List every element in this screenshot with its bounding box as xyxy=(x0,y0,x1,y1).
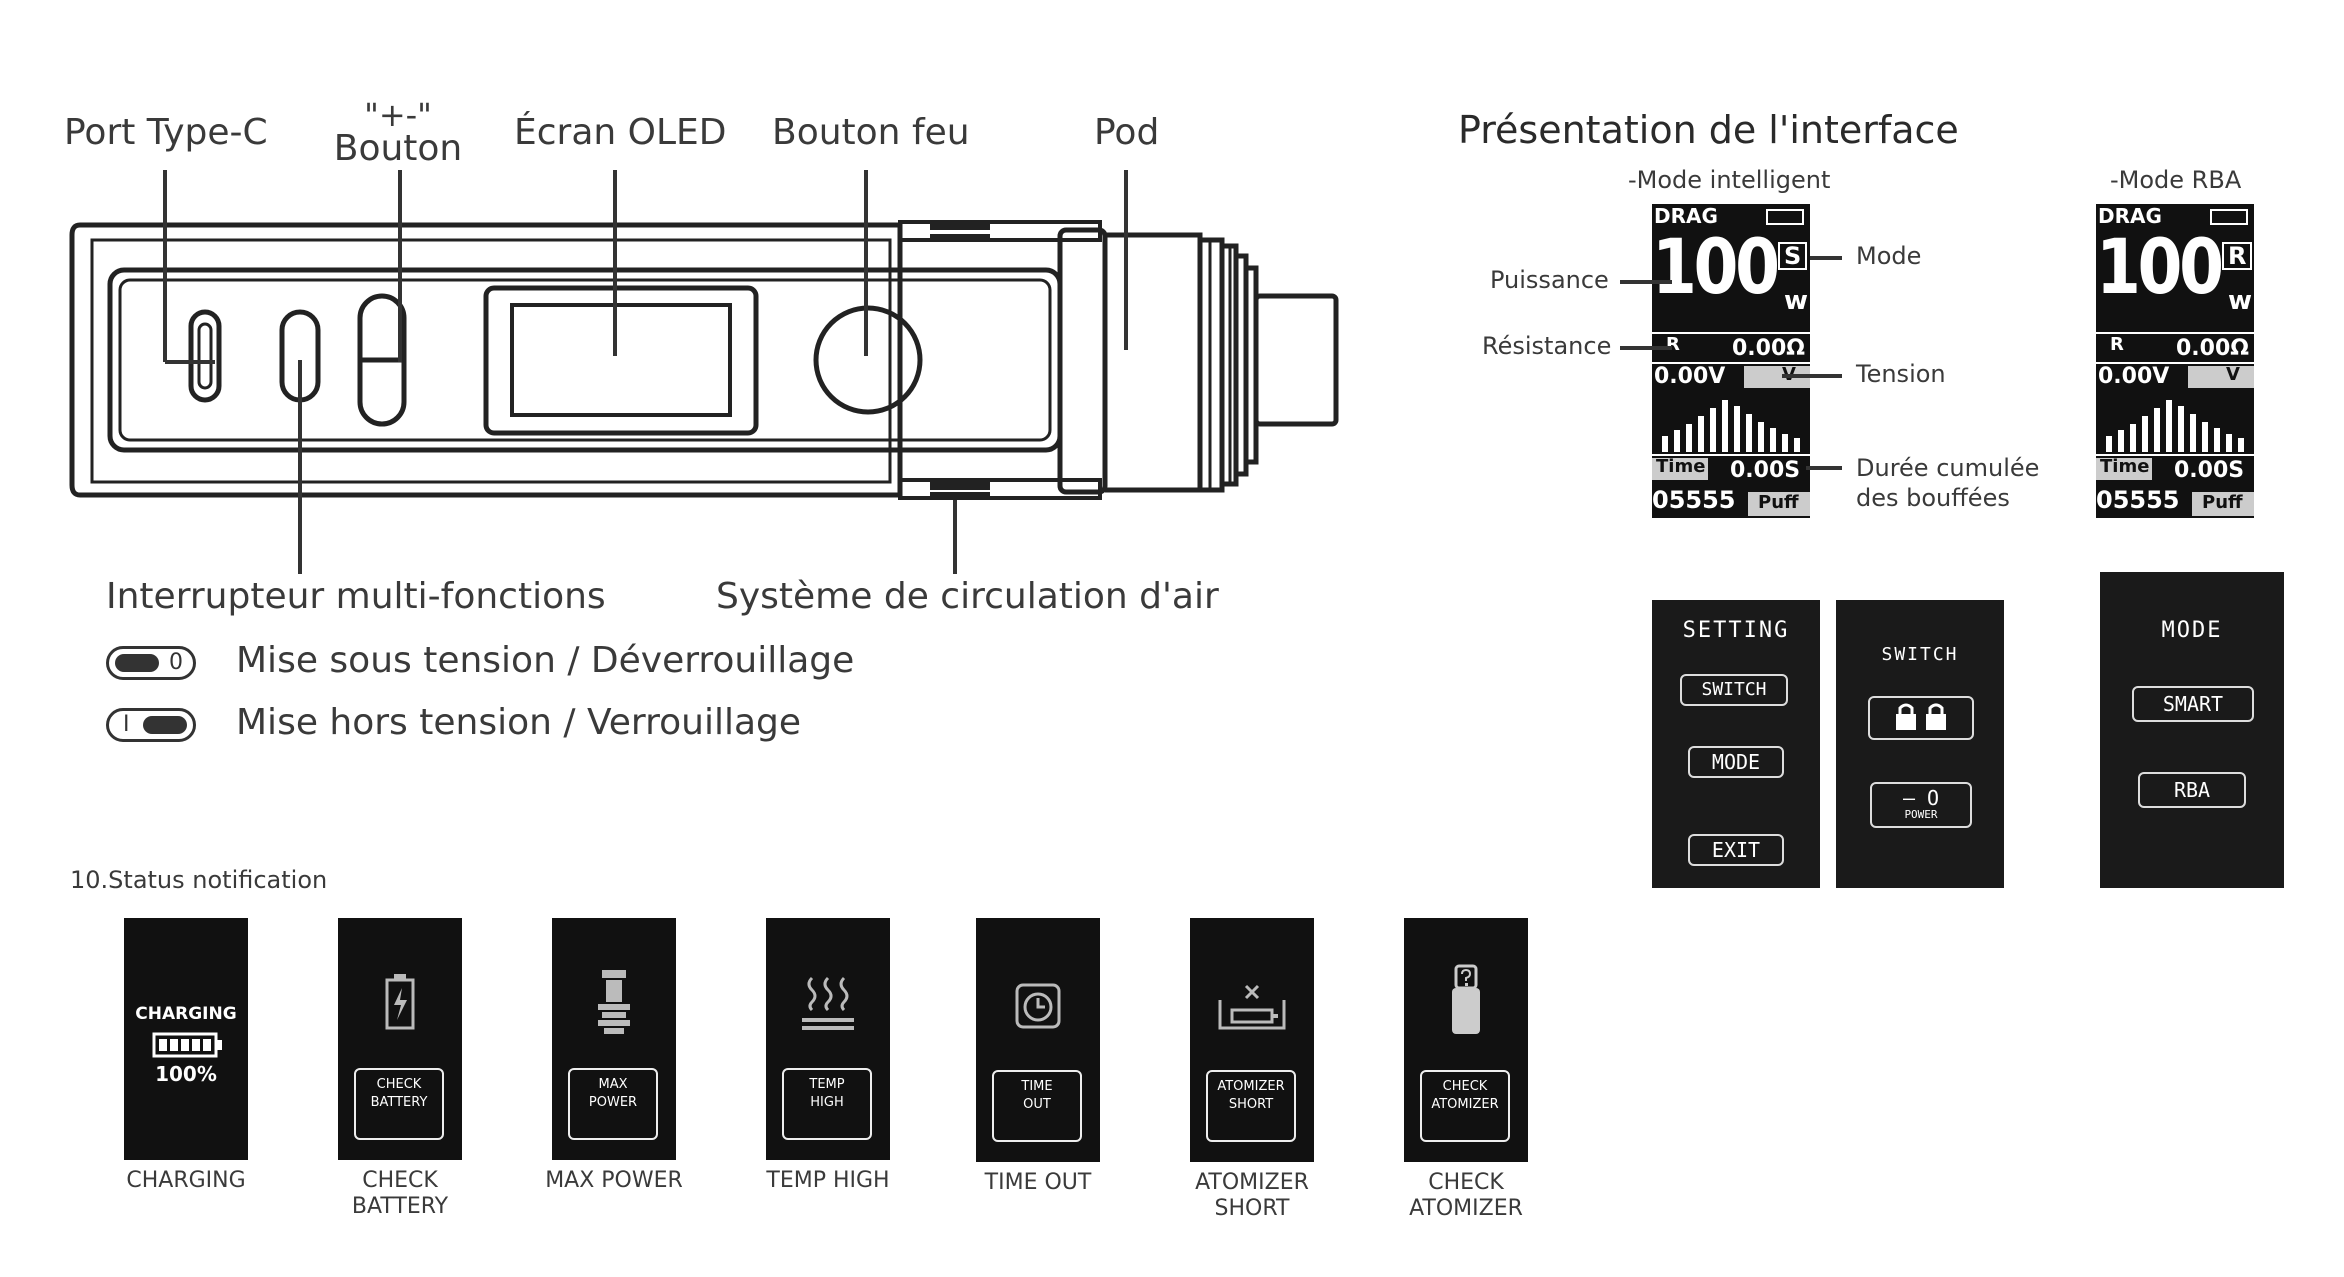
caption-charging: CHARGING xyxy=(126,1168,246,1193)
menu-item-smart[interactable]: SMART xyxy=(2132,686,2254,722)
toggle-off-text: Mise hors tension / Verrouillage xyxy=(236,702,802,743)
rba-mode-screen: DRAG 100 R w R 0.00Ω 0.00V V Time 0.00S … xyxy=(2096,204,2254,518)
label-plusminus-symbol: "+-" xyxy=(364,96,432,134)
status-tile-charging: CHARGING 100% xyxy=(124,918,248,1160)
caption-max-power: MAX POWER xyxy=(545,1168,683,1193)
label-airflow-system: Système de circulation d'air xyxy=(716,576,1219,617)
caption-check-atomizer-1: CHECK xyxy=(1428,1170,1504,1195)
smart-mode-caption: -Mode intelligent xyxy=(1628,166,1831,194)
toggle-on-text: Mise sous tension / Déverrouillage xyxy=(236,640,855,681)
caption-atomizer-short-2: SHORT xyxy=(1214,1196,1290,1221)
clock-icon xyxy=(1015,983,1061,1029)
label-multifunction-switch: Interrupteur multi-fonctions xyxy=(106,576,606,617)
label-plusminus-button: Bouton xyxy=(333,128,463,169)
status-heading: 10.Status notification xyxy=(70,866,328,894)
callout-lines xyxy=(163,170,1128,574)
caption-atomizer-short-1: ATOMIZER xyxy=(1195,1170,1309,1195)
toggle-off-icon: I xyxy=(106,708,196,742)
switch-menu-screen: SWITCH — O POWER xyxy=(1836,600,2004,888)
label-port-typec: Port Type-C xyxy=(64,112,268,153)
short-circuit-icon xyxy=(1218,984,1286,1030)
mode-menu-screen: MODE SMART RBA xyxy=(2100,572,2284,888)
callout-puffs-line2: des bouffées xyxy=(1856,484,2010,512)
rba-mode-caption: -Mode RBA xyxy=(2110,166,2242,194)
caption-check-atomizer-2: ATOMIZER xyxy=(1409,1196,1523,1221)
battery-bolt-icon xyxy=(385,974,415,1030)
callout-resistance: Résistance xyxy=(1482,332,1612,360)
device-illustration xyxy=(69,220,1339,500)
label-fire-button: Bouton feu xyxy=(772,112,970,153)
caption-check-battery-2: BATTERY xyxy=(351,1194,449,1219)
callout-puffs-line1: Durée cumulée xyxy=(1856,454,2040,482)
toggle-on-icon: 0 xyxy=(106,646,196,680)
caption-temp-high: TEMP HIGH xyxy=(766,1168,890,1193)
label-oled-screen: Écran OLED xyxy=(514,112,727,153)
lock-icon xyxy=(1896,703,1946,730)
heat-icon xyxy=(802,976,854,1030)
menu-item-switch[interactable]: SWITCH xyxy=(1680,674,1788,706)
interface-heading: Présentation de l'interface xyxy=(1458,108,1959,152)
caption-check-battery-1: CHECK xyxy=(362,1168,438,1193)
caption-time-out: TIME OUT xyxy=(984,1170,1092,1195)
lock-toggle-button[interactable] xyxy=(1868,696,1974,740)
setting-menu-screen: SETTING SWITCH MODE EXIT xyxy=(1652,600,1820,888)
label-pod: Pod xyxy=(1094,112,1160,153)
battery-full-icon xyxy=(152,1032,222,1058)
callout-power: Puissance xyxy=(1490,266,1609,294)
callout-mode: Mode xyxy=(1856,242,1922,270)
coil-icon xyxy=(598,970,630,1034)
menu-item-mode[interactable]: MODE xyxy=(1688,746,1784,778)
atomizer-question-icon xyxy=(1452,964,1480,1034)
power-toggle-button[interactable]: — O POWER xyxy=(1870,782,1972,828)
smart-mode-screen: DRAG 100 S w R 0.00Ω 0.00V V Time 0.00S … xyxy=(1652,204,1810,518)
menu-item-exit[interactable]: EXIT xyxy=(1688,834,1784,866)
callout-voltage: Tension xyxy=(1856,360,1946,388)
screen-callout-lines xyxy=(1620,256,1842,470)
menu-item-rba[interactable]: RBA xyxy=(2138,772,2246,808)
